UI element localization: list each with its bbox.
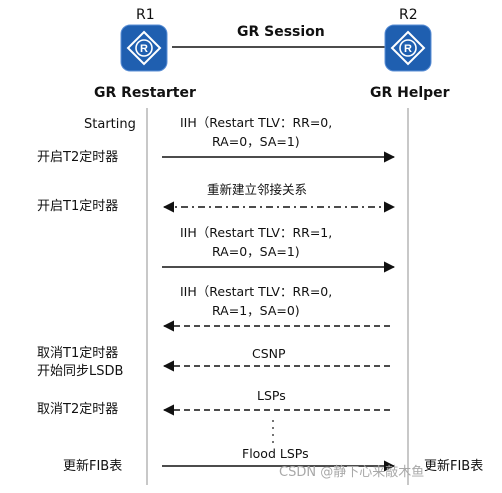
r1-name: R1: [136, 7, 155, 23]
watermark: CSDN @静下心来敲木鱼: [279, 465, 425, 480]
r2-role: GR Helper: [370, 85, 450, 101]
label-lsdb-sync: 开始同步LSDB: [37, 364, 124, 379]
label-t2-cancel: 取消T2定时器: [37, 402, 119, 417]
r2-name: R2: [399, 7, 418, 23]
msg-iih-3-line1: IIH（Restart TLV：RR=0,: [180, 284, 333, 299]
msg-iih-3-line2: RA=1，SA=0): [212, 303, 300, 318]
msg-iih-2-line2: RA=0，SA=1): [212, 244, 300, 259]
svg-text:R: R: [404, 43, 412, 55]
msg-lsps: LSPs: [257, 388, 286, 403]
msg-flood-lsps: Flood LSPs: [242, 446, 309, 461]
label-fib-right: 更新FIB表: [424, 459, 484, 474]
label-t2-start: 开启T2定时器: [37, 150, 119, 165]
svg-text:R: R: [140, 43, 148, 55]
label-t1-start: 开启T1定时器: [37, 199, 119, 214]
label-t1-cancel: 取消T1定时器: [37, 346, 119, 361]
msg-readjacency: 重新建立邻接关系: [207, 182, 308, 197]
label-starting: Starting: [84, 117, 136, 132]
continuation-dots: [272, 420, 274, 443]
r1-role: GR Restarter: [94, 85, 196, 101]
session-label: GR Session: [237, 24, 325, 40]
r2-router-icon: R: [384, 24, 432, 72]
r1-router-icon: R: [120, 24, 168, 72]
msg-iih-1-line1: IIH（Restart TLV：RR=0,: [180, 115, 333, 130]
msg-iih-1-line2: RA=0，SA=1): [212, 134, 300, 149]
msg-csnp: CSNP: [252, 346, 286, 361]
msg-iih-2-line1: IIH（Restart TLV：RR=1,: [180, 225, 333, 240]
label-fib-left: 更新FIB表: [63, 459, 123, 474]
